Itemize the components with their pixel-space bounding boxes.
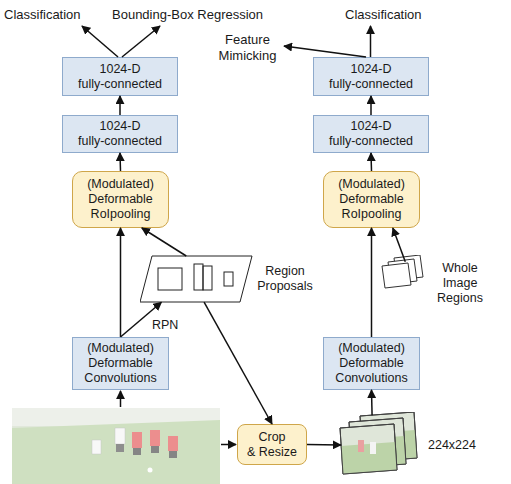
proposal-box: [203, 266, 212, 290]
proposal-box: [158, 268, 182, 290]
player: [116, 444, 124, 452]
flow-arrow: [204, 302, 272, 424]
output-label: Classification: [345, 7, 422, 23]
image-sheet: [340, 424, 397, 474]
sheet-player: [370, 442, 376, 454]
node-text: 1024-D fully-connected: [78, 62, 162, 92]
flow-arrow: [307, 444, 341, 446]
sheet-player: [358, 440, 364, 452]
crop-resize-box: Crop & Resize: [237, 424, 307, 465]
proposal-panel: [140, 256, 252, 302]
output-label: Classification: [4, 7, 81, 23]
edge-label: RPN: [152, 318, 178, 333]
conv-layer-box: (Modulated) Deformable Convolutions: [323, 337, 420, 390]
fc-layer-box: 1024-D fully-connected: [62, 115, 178, 153]
player: [150, 430, 160, 446]
flow-arrow: [120, 228, 122, 337]
input-arrow: [120, 391, 122, 407]
node-text: Whole Image Regions: [430, 255, 490, 311]
node-text: 1024-D fully-connected: [329, 62, 413, 92]
flow-arrow: [371, 228, 373, 337]
node-text: 1024-D fully-connected: [78, 119, 162, 149]
proposal-box: [194, 264, 203, 290]
ball: [148, 468, 153, 473]
player: [151, 446, 159, 453]
flow-arrow: [370, 96, 372, 115]
roi-pooling-box: (Modulated) Deformable RoIpooling: [72, 171, 169, 228]
flow-arrow: [119, 153, 121, 171]
player: [133, 448, 141, 455]
flow-arrow: [370, 153, 372, 171]
fc-layer-box: 1024-D fully-connected: [313, 57, 429, 96]
region-proposals: Region Proposals: [140, 252, 318, 306]
crop-stack: 224x224: [338, 412, 480, 478]
node-text: (Modulated) Deformable RoIpooling: [338, 177, 405, 222]
player: [132, 432, 142, 448]
player: [169, 451, 177, 458]
node-text: 1024-D fully-connected: [329, 119, 413, 149]
player: [168, 436, 178, 451]
photo-field: [12, 420, 220, 484]
sheet-field: [341, 442, 397, 474]
output-arrow: [82, 26, 118, 57]
sheet-border: [340, 424, 397, 474]
fc-layer-box: 1024-D fully-connected: [313, 115, 429, 153]
input-photo: [12, 408, 220, 484]
output-label: Bounding-Box Regression: [112, 7, 263, 23]
fc-layer-box: 1024-D fully-connected: [62, 57, 178, 96]
flow-arrow: [371, 390, 373, 415]
node-text: (Modulated) Deformable RoIpooling: [87, 177, 154, 222]
player: [115, 428, 125, 444]
output-arrow: [122, 26, 160, 57]
output-label: Feature Mimicking: [205, 32, 290, 65]
flow-arrow: [142, 228, 186, 256]
mimic-arrow: [284, 46, 366, 57]
photo-stands: [12, 408, 220, 426]
node-text: (Modulated) Deformable Convolutions: [84, 341, 156, 386]
node-text: (Modulated) Deformable Convolutions: [335, 341, 407, 386]
roi-pooling-box: (Modulated) Deformable RoIpooling: [323, 171, 420, 228]
input-arrow: [221, 444, 236, 446]
player: [92, 440, 101, 454]
output-arrow: [370, 26, 372, 57]
photo-background: [12, 408, 220, 484]
node-text: 224x224: [424, 412, 480, 478]
image-sheet: [382, 263, 411, 288]
image-regions-stack: Whole Image Regions: [380, 255, 490, 311]
flow-arrow: [119, 96, 121, 115]
conv-layer-box: (Modulated) Deformable Convolutions: [72, 337, 169, 390]
proposal-box: [224, 272, 233, 286]
node-text: Crop & Resize: [247, 430, 297, 460]
node-text: Region Proposals: [252, 252, 318, 306]
